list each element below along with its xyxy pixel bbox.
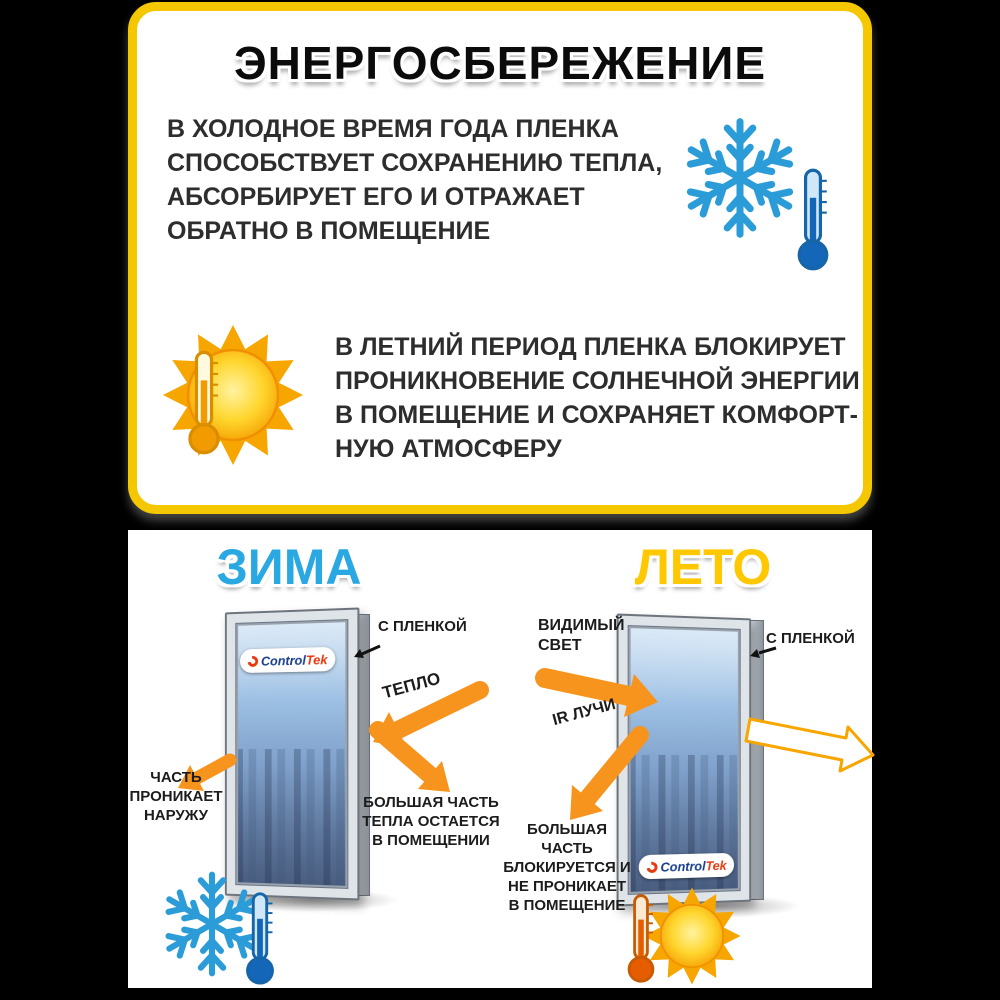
- brand-name-control: Control: [261, 652, 306, 669]
- snowflake-icon: [676, 114, 804, 242]
- heat-retained-label: БОЛЬШАЯ ЧАСТЬ ТЕПЛА ОСТАЕТСЯ В ПОМЕЩЕНИИ: [362, 794, 500, 849]
- winter-description: В ХОЛОДНОЕ ВРЕМЯ ГОДА ПЛЕНКА СПОСОБСТВУЕ…: [167, 115, 663, 245]
- ir-blocked-label: БОЛЬШАЯ ЧАСТЬ БЛОКИРУЕТСЯ И НЕ ПРОНИКАЕТ…: [503, 821, 631, 914]
- summer-description: В ЛЕТНИЙ ПЕРИОД ПЛЕНКА БЛОКИРУЕТ ПРОНИКН…: [335, 333, 860, 463]
- brand-swoosh-icon: [644, 859, 660, 875]
- summer-film-label: С ПЛЕНКОЙ: [766, 630, 855, 647]
- winter-section-title: ЗИМА: [216, 539, 362, 595]
- brand-swoosh-icon: [245, 653, 261, 669]
- brand-name-control: Control: [660, 857, 706, 875]
- winter-window: ControlTek: [224, 607, 360, 901]
- controltek-logo: ControlTek: [638, 852, 735, 880]
- winter-film-label: С ПЛЕНКОЙ: [378, 618, 467, 635]
- thermometer-icon: [240, 890, 280, 986]
- thermometer-icon: [182, 348, 226, 456]
- page-title: ЭНЕРГОСБЕРЕЖЕНИЕ: [233, 37, 767, 89]
- sun-icon: [158, 320, 308, 470]
- thermometer-icon: [790, 166, 836, 272]
- summer-window-glass: ControlTek: [627, 625, 741, 895]
- brand-name-tek: Tek: [705, 857, 727, 873]
- winter-window-glass: ControlTek: [235, 619, 349, 889]
- brand-name-tek: Tek: [305, 651, 328, 668]
- heat-escape-label: ЧАСТЬ ПРОНИКАЕТ НАРУЖУ: [129, 769, 223, 824]
- thermometer-icon: [622, 892, 660, 984]
- controltek-logo: ControlTek: [240, 646, 336, 674]
- visible-light-label: ВИДИМЫЙ СВЕТ: [538, 617, 625, 654]
- summer-window: ControlTek: [616, 613, 752, 907]
- summer-section-title: ЛЕТО: [634, 539, 772, 595]
